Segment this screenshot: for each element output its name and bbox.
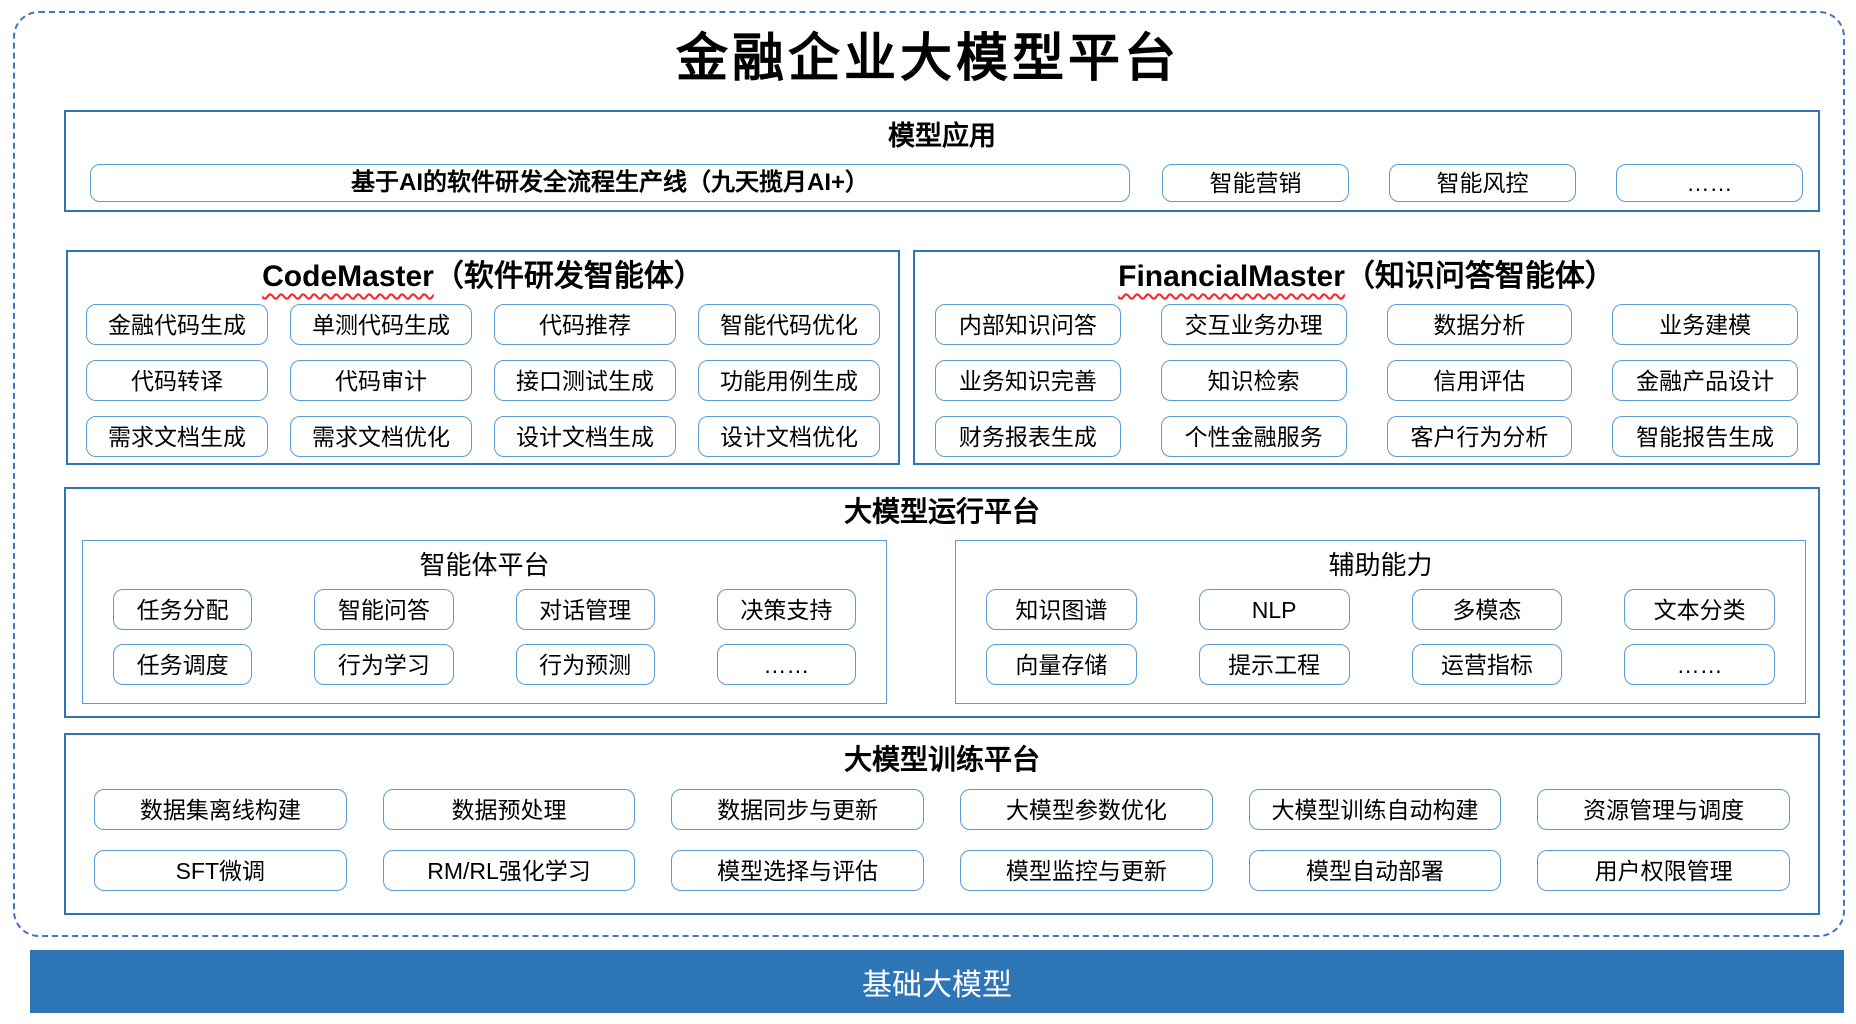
section-runtime-platform: 大模型运行平台 智能体平台 任务分配 智能问答 对话管理 决策支持 任务调度 行… (64, 487, 1820, 718)
training-item: 数据同步与更新 (671, 789, 924, 830)
codemaster-item: 功能用例生成 (698, 360, 880, 401)
codemaster-grid: 金融代码生成 单测代码生成 代码推荐 智能代码优化 代码转译 代码审计 接口测试… (86, 304, 880, 457)
foundation-model-label: 基础大模型 (862, 968, 1012, 1002)
auxiliary-item: 知识图谱 (986, 589, 1137, 630)
training-item: 数据集离线构建 (94, 789, 347, 830)
auxiliary-item: 多模态 (1411, 589, 1563, 630)
codemaster-item: 需求文档优化 (290, 416, 472, 457)
auxiliary-capabilities-grid: 知识图谱 NLP 多模态 文本分类 向量存储 提示工程 运营指标 …… (986, 589, 1775, 685)
auxiliary-capabilities-box: 辅助能力 知识图谱 NLP 多模态 文本分类 向量存储 提示工程 运营指标 …… (955, 540, 1806, 704)
training-platform-grid: 数据集离线构建 数据预处理 数据同步与更新 大模型参数优化 大模型训练自动构建 … (94, 789, 1790, 891)
agent-platform-item: 行为学习 (314, 644, 454, 685)
section-model-applications: 模型应用 基于AI的软件研发全流程生产线（九天揽月AI+） 智能营销 智能风控 … (64, 110, 1820, 212)
runtime-platform-header: 大模型运行平台 (843, 496, 1040, 527)
financialmaster-item: 财务报表生成 (935, 416, 1121, 457)
agent-platform-item: …… (716, 644, 856, 685)
agent-platform-item: 智能问答 (314, 589, 454, 630)
financialmaster-item: 金融产品设计 (1612, 360, 1798, 401)
training-item: SFT微调 (94, 850, 347, 891)
agent-platform-box: 智能体平台 任务分配 智能问答 对话管理 决策支持 任务调度 行为学习 行为预测… (82, 540, 887, 704)
training-item: 模型自动部署 (1248, 850, 1502, 891)
agent-platform-grid: 任务分配 智能问答 对话管理 决策支持 任务调度 行为学习 行为预测 …… (113, 589, 856, 685)
training-item: 大模型训练自动构建 (1248, 789, 1502, 830)
auxiliary-capabilities-header: 辅助能力 (1328, 550, 1433, 580)
agent-platform-item: 行为预测 (515, 644, 655, 685)
auxiliary-item: NLP (1198, 589, 1350, 630)
financialmaster-item: 知识检索 (1160, 360, 1347, 401)
financialmaster-item: 信用评估 (1386, 360, 1573, 401)
codemaster-item: 设计文档优化 (698, 416, 880, 457)
page-title: 金融企业大模型平台 (675, 28, 1180, 89)
codemaster-item: 代码转译 (86, 360, 268, 401)
app-smart-marketing: 智能营销 (1162, 164, 1349, 202)
codemaster-item: 智能代码优化 (698, 304, 880, 345)
auxiliary-item: 运营指标 (1411, 644, 1563, 685)
codemaster-item: 接口测试生成 (494, 360, 676, 401)
foundation-model-bar: 基础大模型 (30, 950, 1844, 1013)
financialmaster-item: 业务知识完善 (935, 360, 1121, 401)
financialmaster-item: 业务建模 (1612, 304, 1798, 345)
codemaster-item: 代码推荐 (494, 304, 676, 345)
training-item: 大模型参数优化 (960, 789, 1213, 830)
financialmaster-item: 智能报告生成 (1612, 416, 1798, 457)
model-applications-header: 模型应用 (888, 121, 996, 151)
agent-platform-item: 决策支持 (716, 589, 856, 630)
codemaster-item: 需求文档生成 (86, 416, 268, 457)
auxiliary-item: 向量存储 (986, 644, 1137, 685)
financialmaster-suffix: （知识问答智能体） (1344, 260, 1615, 293)
codemaster-header: CodeMaster（软件研发智能体） (68, 260, 898, 294)
codemaster-suffix: （软件研发智能体） (433, 260, 704, 293)
financialmaster-item: 交互业务办理 (1160, 304, 1347, 345)
agent-platform-item: 任务分配 (113, 589, 253, 630)
financialmaster-name: FinancialMaster (1118, 260, 1345, 293)
agent-platform-item: 对话管理 (515, 589, 655, 630)
codemaster-name: CodeMaster (262, 260, 434, 293)
training-platform-header: 大模型训练平台 (843, 744, 1040, 775)
codemaster-item: 代码审计 (290, 360, 472, 401)
training-item: 用户权限管理 (1537, 850, 1790, 891)
section-training-platform: 大模型训练平台 数据集离线构建 数据预处理 数据同步与更新 大模型参数优化 大模… (64, 733, 1820, 915)
codemaster-item: 设计文档生成 (494, 416, 676, 457)
app-ellipsis: …… (1616, 164, 1803, 202)
financialmaster-item: 客户行为分析 (1386, 416, 1573, 457)
codemaster-item: 金融代码生成 (86, 304, 268, 345)
agent-platform-item: 任务调度 (113, 644, 253, 685)
training-item: 模型监控与更新 (960, 850, 1213, 891)
financialmaster-item: 数据分析 (1386, 304, 1573, 345)
app-ai-software-pipeline: 基于AI的软件研发全流程生产线（九天揽月AI+） (90, 164, 1130, 202)
section-financialmaster: FinancialMaster（知识问答智能体） 内部知识问答 交互业务办理 数… (913, 250, 1820, 465)
section-codemaster: CodeMaster（软件研发智能体） 金融代码生成 单测代码生成 代码推荐 智… (66, 250, 900, 465)
training-item: RM/RL强化学习 (382, 850, 636, 891)
financialmaster-item: 内部知识问答 (935, 304, 1121, 345)
codemaster-item: 单测代码生成 (290, 304, 472, 345)
app-smart-risk-control: 智能风控 (1389, 164, 1576, 202)
financialmaster-item: 个性金融服务 (1160, 416, 1347, 457)
training-item: 数据预处理 (382, 789, 636, 830)
auxiliary-item: 文本分类 (1624, 589, 1775, 630)
financialmaster-header: FinancialMaster（知识问答智能体） (915, 260, 1818, 294)
training-item: 资源管理与调度 (1537, 789, 1790, 830)
auxiliary-item: 提示工程 (1198, 644, 1350, 685)
agent-platform-header: 智能体平台 (419, 550, 550, 580)
training-item: 模型选择与评估 (671, 850, 924, 891)
auxiliary-item: …… (1624, 644, 1775, 685)
financialmaster-grid: 内部知识问答 交互业务办理 数据分析 业务建模 业务知识完善 知识检索 信用评估… (935, 304, 1798, 457)
